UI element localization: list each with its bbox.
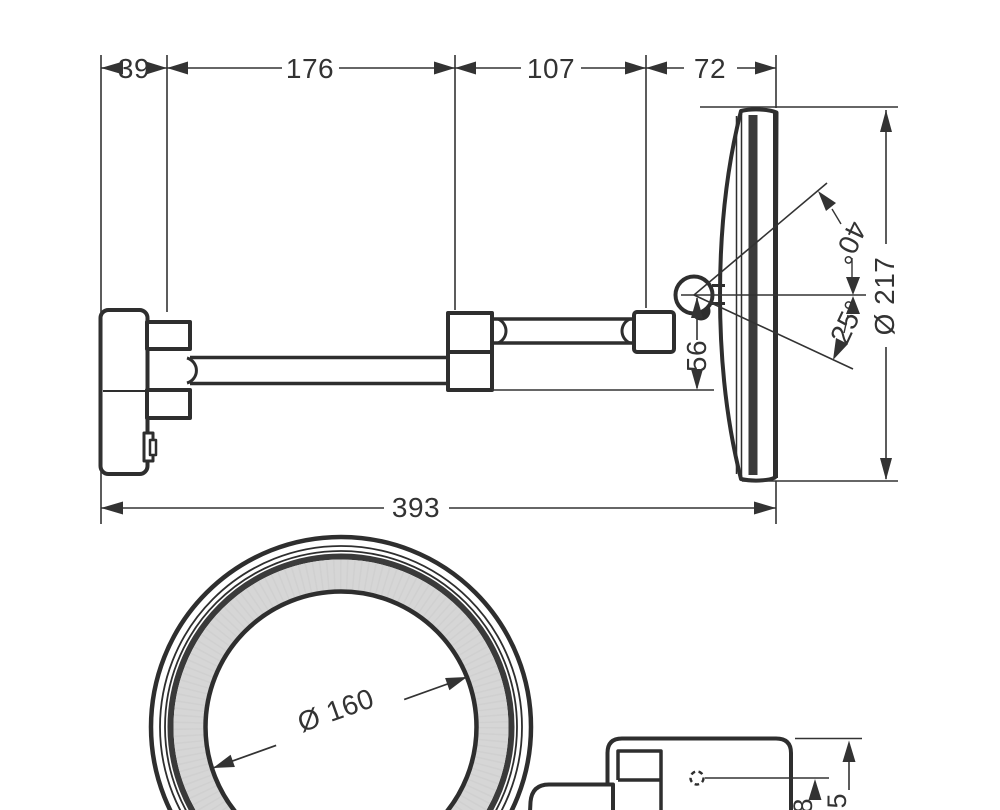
mirror-rim-line-2 [164, 550, 518, 810]
head-holder-block [632, 310, 676, 354]
dim-label-107: 107 [527, 53, 575, 84]
leader-40 [831, 208, 842, 225]
tilt-ray-25 [693, 294, 854, 370]
dim-label-25deg: 25° [824, 296, 871, 349]
mounting-hole-dashed [689, 770, 705, 786]
dim-label-217: Ø 217 [869, 257, 900, 336]
tick-25 [843, 314, 849, 334]
mirror-glass-edge [203, 589, 479, 810]
arm1-joint-cup [186, 356, 198, 385]
dim-label-160-mask [270, 683, 407, 751]
dim-label-partial-b: 5 [822, 793, 852, 808]
dim-arrows-bottom [808, 740, 856, 800]
arm2-joint-cup-right [620, 317, 631, 345]
dim-label-partial-a: 8 [788, 798, 818, 810]
socket-ear-lower [145, 388, 192, 420]
side-view-dim-labels: 39 176 107 72 393 Ø 217 56 40° 25° [118, 53, 900, 523]
plate-button-nub [148, 438, 158, 457]
socket-ear-upper [145, 320, 192, 351]
arm-plan [528, 782, 615, 810]
elbow-block-lower [446, 350, 494, 392]
mirror-light-ring-texture [173, 559, 509, 810]
dim-label-72: 72 [694, 53, 726, 84]
dim-arrows-56 [691, 297, 703, 390]
dim-label-40deg: 40° [826, 217, 873, 270]
dim-arrows-160 [213, 677, 467, 768]
dim-label-176: 176 [286, 53, 334, 84]
arm2-joint-cup-left [497, 317, 508, 345]
side-view-geometry [98, 107, 779, 483]
mirror-dark-ring [167, 553, 515, 810]
dim-label-39: 39 [118, 53, 150, 84]
dim-arrows-393 [101, 501, 776, 515]
dim-arrows-angles [818, 191, 860, 360]
side-view-dimensions [100, 55, 898, 524]
mirror-rim-line-1 [159, 545, 523, 810]
dim-arrows-top [101, 61, 776, 75]
mirror-light-ring [173, 559, 509, 810]
dim-label-56: 56 [681, 340, 712, 372]
dim-arrows-217 [880, 110, 892, 480]
front-view-geometry [148, 534, 793, 810]
elbow-block-upper [446, 311, 494, 354]
tilt-ray-40 [693, 182, 828, 296]
wall-plate-plan [605, 736, 793, 810]
dim-label-393: 393 [392, 492, 440, 523]
